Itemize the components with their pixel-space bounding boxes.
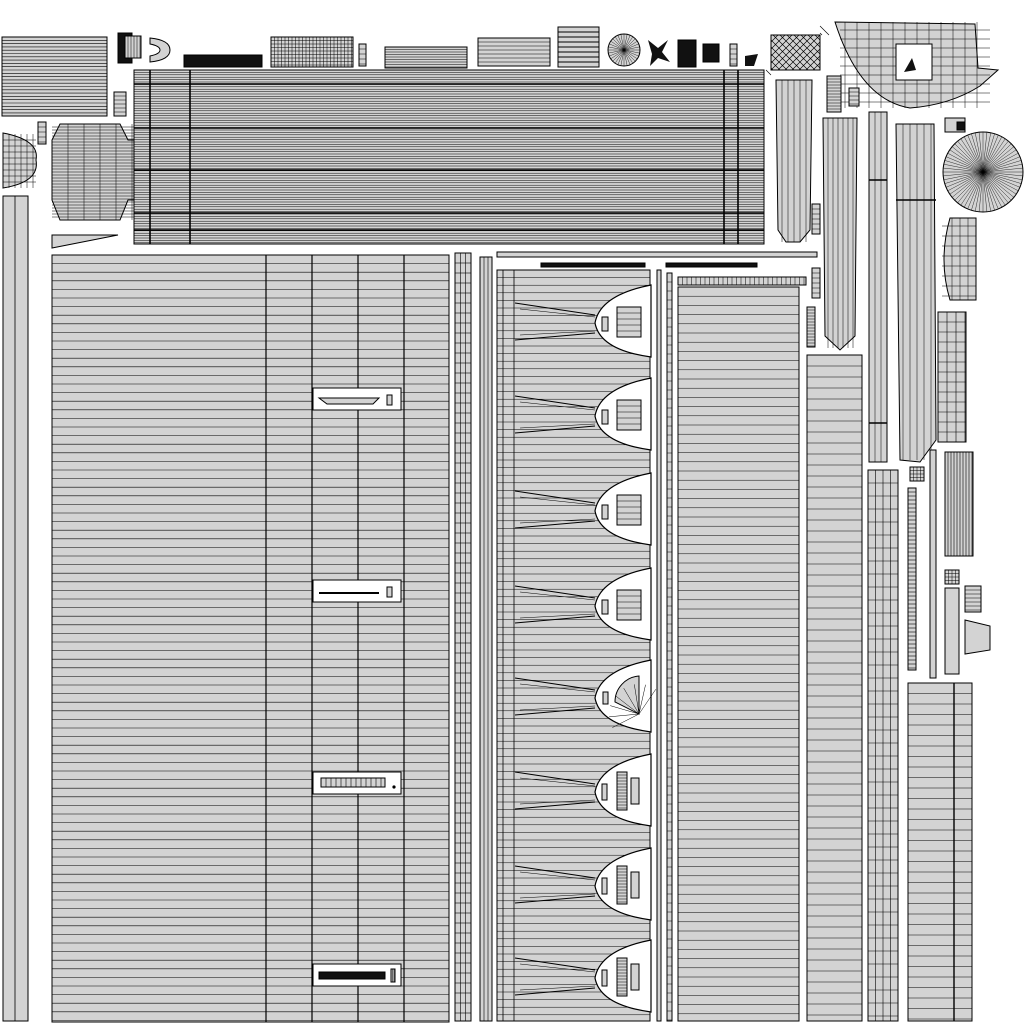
- uv-island-cylinder-cap: [51, 123, 135, 221]
- uv-island-notch-8: [514, 939, 652, 1013]
- uv-island-tall-strip-1: [775, 79, 813, 243]
- uv-island-right-panel-1: [677, 286, 800, 1022]
- uv-island-tall-strip-3: [868, 111, 888, 463]
- uv-island-right-panel-2: [806, 354, 863, 1022]
- uv-island-inset-part-1: [312, 387, 402, 411]
- uv-island-tall-strip-2: [822, 117, 858, 351]
- uv-island-large-panel: [51, 254, 450, 1023]
- uv-island-grid-column-2: [937, 311, 967, 443]
- uv-island-notch-1: [514, 284, 652, 358]
- uv-island-grid-column-3: [944, 451, 974, 557]
- uv-island-notch-ticks: [656, 269, 673, 1022]
- uv-island-notch-6: [514, 753, 652, 827]
- uv-island-inset-part-4: [312, 963, 402, 987]
- uv-island-right-panel-ruler: [677, 276, 807, 286]
- uv-island-disc-small: [607, 33, 641, 67]
- uv-island-strip-small: [826, 75, 842, 113]
- uv-island-notch-3: [514, 472, 652, 546]
- uv-island-tall-strip-4: [895, 123, 937, 463]
- uv-island-top-bars: [496, 251, 818, 268]
- uv-island-left-dome: [2, 132, 37, 189]
- uv-island-left-pole: [2, 195, 29, 1022]
- uv-island-grid-column-7: [944, 587, 960, 675]
- uv-island-bottom-right-block: [907, 682, 973, 1022]
- uv-island-radial-disc: [942, 131, 1024, 213]
- uv-island-top-left-block: [1, 36, 108, 117]
- uv-island-curved-shell: [834, 21, 1000, 109]
- uv-island-right-panel-2-ruler: [806, 306, 816, 348]
- uv-island-inset-part-3: [312, 771, 402, 795]
- uv-islands-layer: [1, 21, 1024, 1023]
- uv-island-notch-7: [514, 847, 652, 921]
- uv-island-grid-column-4: [867, 469, 899, 1022]
- uv-island-main-cylinder: [133, 69, 765, 245]
- uv-island-thin-column-2: [479, 256, 493, 1022]
- uv-island-wedge-strip: [51, 234, 119, 249]
- uv-island-trapezoid: [964, 619, 991, 655]
- uv-island-thin-column-1: [454, 252, 472, 1022]
- uv-island-small-parts: [37, 25, 982, 613]
- uv-island-grid-column-6: [929, 449, 937, 679]
- uv-island-grid-column: [942, 217, 977, 301]
- uv-island-inset-part-2: [312, 579, 402, 603]
- uv-island-grid-column-5: [907, 487, 917, 671]
- uv-island-notch-5: [514, 659, 657, 733]
- uv-island-notch-2: [514, 377, 652, 451]
- uv-island-notch-4: [514, 567, 652, 641]
